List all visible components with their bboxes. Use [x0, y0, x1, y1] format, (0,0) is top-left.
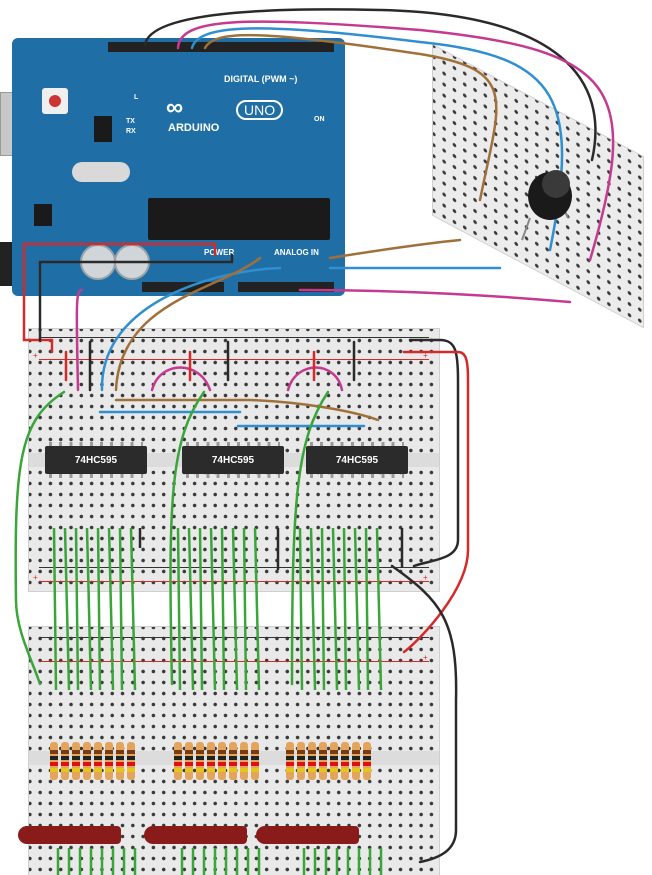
tx-label: TX [126, 118, 135, 125]
resistor[interactable] [286, 742, 294, 780]
arduino-uno-board[interactable]: DIGITAL (PWM ~) ARDUINO UNO ∞ ON L TX RX… [12, 38, 345, 296]
resistor[interactable] [185, 742, 193, 780]
resistor[interactable] [50, 742, 58, 780]
resistor[interactable] [363, 742, 371, 780]
rx-label: RX [126, 128, 136, 135]
breadboard-1-bottom-minus-rail [39, 567, 429, 568]
resistor[interactable] [352, 742, 360, 780]
resistor[interactable] [297, 742, 305, 780]
resistor[interactable] [240, 742, 248, 780]
shift-register-chip-1[interactable]: 74HC595 [45, 442, 147, 478]
resistor[interactable] [218, 742, 226, 780]
resistor[interactable] [72, 742, 80, 780]
usb-chip [94, 116, 112, 142]
plus-label: + [423, 653, 428, 662]
atmega-chip [148, 198, 330, 240]
shift-register-chip-2[interactable]: 74HC595 [182, 442, 284, 478]
resistor[interactable] [94, 742, 102, 780]
led[interactable] [221, 826, 247, 844]
chip-label: 74HC595 [74, 454, 118, 466]
digital-header-left[interactable] [108, 42, 230, 52]
resistor[interactable] [308, 742, 316, 780]
digital-label: DIGITAL (PWM ~) [224, 74, 298, 84]
power-header[interactable] [142, 282, 224, 292]
led[interactable] [333, 826, 359, 844]
power-label: POWER [204, 248, 235, 257]
l-led-label: L [134, 94, 139, 101]
mini-breadboard-holes [433, 45, 643, 327]
resistor[interactable] [127, 742, 135, 780]
resistor[interactable] [330, 742, 338, 780]
plus-label: + [423, 573, 428, 582]
breadboard-2-top-minus-rail [39, 637, 429, 638]
plus-label: + [33, 351, 38, 360]
arduino-model: UNO [236, 100, 284, 120]
resistor[interactable] [174, 742, 182, 780]
breadboard-1-bottom-plus-rail [39, 581, 429, 582]
led[interactable] [95, 826, 121, 844]
analog-label: ANALOG IN [274, 248, 319, 257]
plus-label: + [423, 351, 428, 360]
resistor[interactable] [319, 742, 327, 780]
chip-label: 74HC595 [335, 454, 379, 466]
arduino-brand: ARDUINO [168, 122, 220, 134]
analog-header[interactable] [238, 282, 334, 292]
resistor[interactable] [83, 742, 91, 780]
capacitor-2 [114, 244, 150, 280]
resistor[interactable] [341, 742, 349, 780]
arduino-logo-icon: ∞ [166, 94, 183, 121]
breadboard-1-top-plus-rail [39, 359, 429, 360]
resistor[interactable] [251, 742, 259, 780]
digital-header-right[interactable] [230, 42, 334, 52]
resistor[interactable] [61, 742, 69, 780]
chip-label: 74HC595 [211, 454, 255, 466]
wire-brown-analog[interactable] [328, 238, 462, 260]
shift-register-chip-3[interactable]: 74HC595 [306, 442, 408, 478]
breadboard-2-top-plus-rail [39, 661, 429, 662]
resistor[interactable] [196, 742, 204, 780]
on-label: ON [314, 116, 325, 123]
mini-breadboard[interactable] [432, 43, 644, 329]
resistor[interactable] [229, 742, 237, 780]
resistor[interactable] [116, 742, 124, 780]
breadboard-1-top-minus-rail [39, 337, 429, 338]
plus-label: + [33, 573, 38, 582]
capacitor-1 [80, 244, 116, 280]
reset-button[interactable] [42, 88, 68, 114]
resistor[interactable] [105, 742, 113, 780]
resistor[interactable] [207, 742, 215, 780]
crystal-oscillator [72, 162, 130, 182]
voltage-regulator [34, 204, 52, 226]
